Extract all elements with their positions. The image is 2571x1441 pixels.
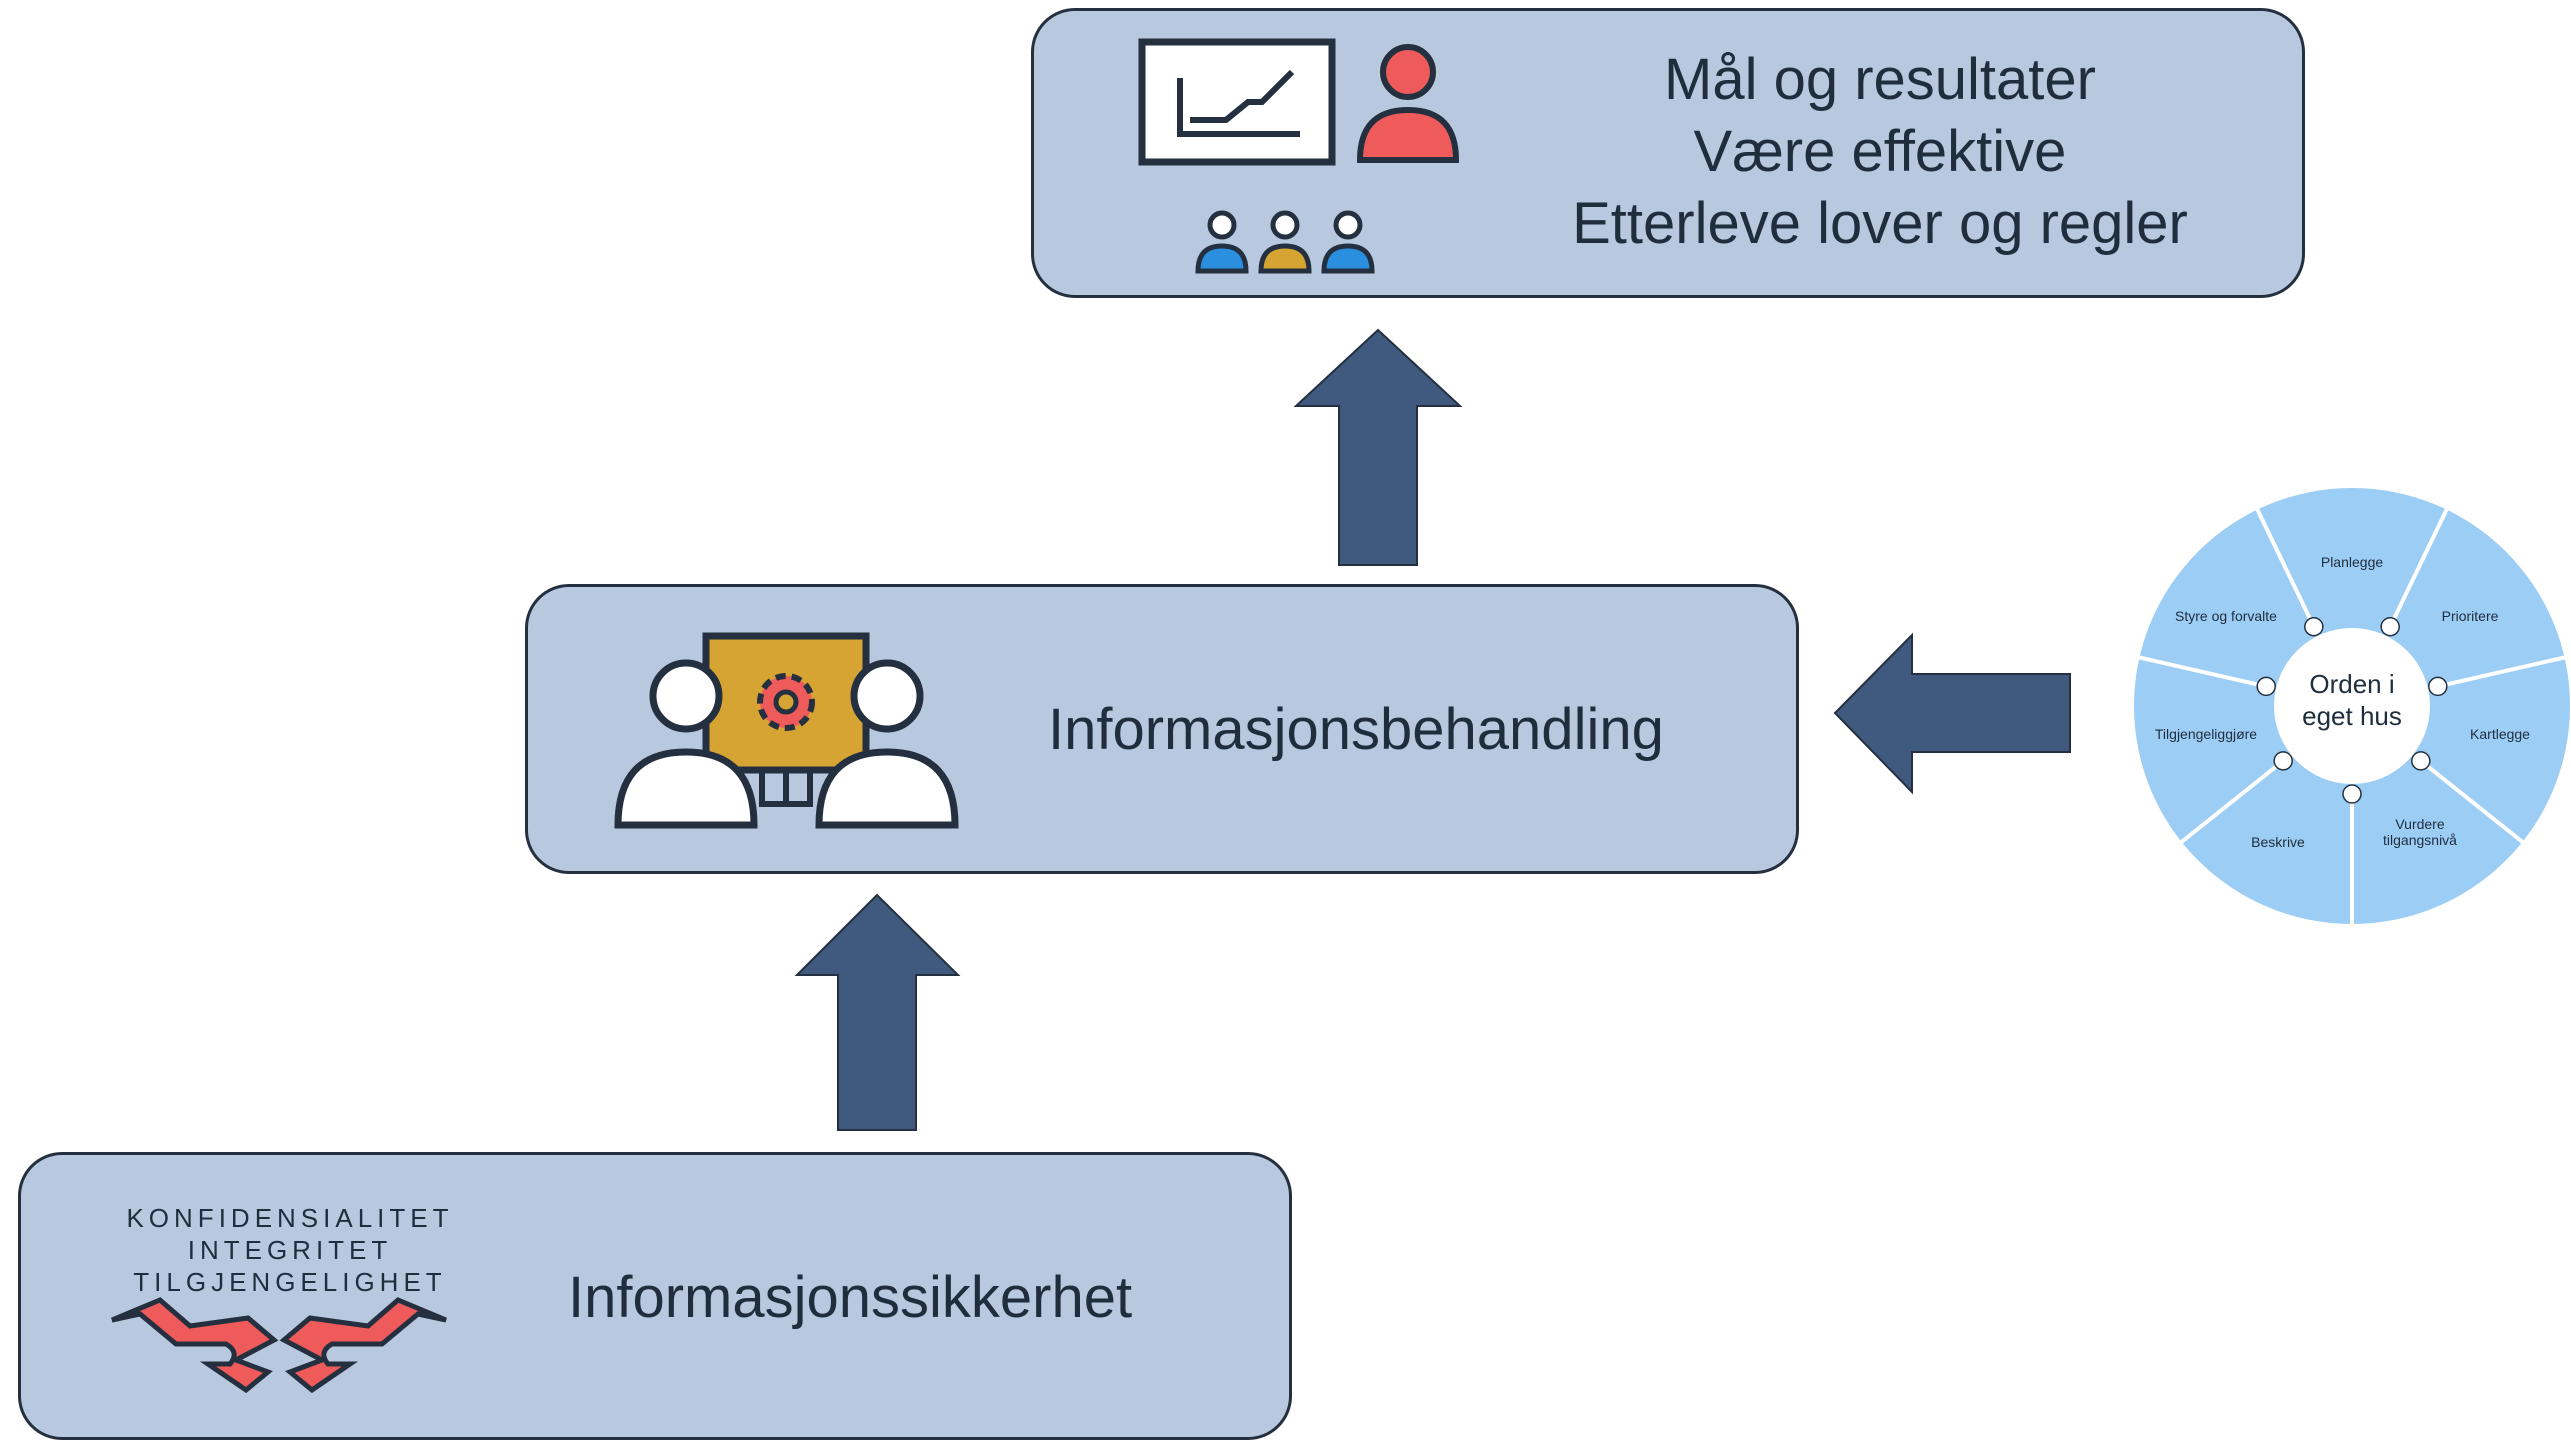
cia-availability: TILGJENGELIGHET — [133, 1267, 447, 1297]
wheel-segment-kartlegge: Kartlegge — [2470, 726, 2530, 742]
wheel-center-line-1: Orden i — [2309, 669, 2395, 699]
wheel-segment-tilgjengeliggjore: Tilgjengeliggjøre — [2154, 726, 2258, 742]
goals-line-1: Mål og resultater — [1664, 47, 2096, 112]
arrow-up-bottom — [794, 893, 961, 1131]
caring-hands-icon — [111, 1297, 447, 1394]
wheel-step-marker — [2273, 751, 2293, 771]
cia-integrity: INTEGRITET — [187, 1235, 393, 1265]
wheel-step-marker — [2256, 676, 2276, 697]
team-icon — [1195, 210, 1375, 274]
wheel-center-label: Orden i eget hus — [2270, 668, 2434, 732]
goals-text: Mål og resultater Være effektive Etterle… — [1510, 44, 2250, 260]
wheel-divider — [2427, 655, 2565, 691]
arrow-left-wheel — [1833, 632, 2071, 795]
wheel-segment-prioritere: Prioritere — [2441, 608, 2499, 624]
wheel-step-marker — [2304, 616, 2324, 637]
wheel-divider — [2384, 508, 2449, 637]
goals-line-3: Etterleve lover og regler — [1572, 191, 2188, 256]
wheel-divider — [2180, 753, 2293, 844]
wheel-segment-vurdere: Vurdere tilgangsnivå — [2383, 816, 2457, 848]
wheel-segment-beskrive: Beskrive — [2251, 834, 2305, 850]
wheel-center-circle — [2274, 628, 2430, 784]
wheel-step-marker — [2411, 751, 2431, 771]
wheel-divider — [2411, 753, 2524, 844]
information-security-title: Informasjonssikkerhet — [568, 1265, 1133, 1330]
wheel-segment-planlegge: Planlegge — [2320, 554, 2384, 570]
information-security-box — [18, 1152, 1292, 1440]
cia-confidentiality: KONFIDENSIALITET — [126, 1203, 454, 1233]
wheel-step-marker — [2428, 676, 2448, 697]
wheel-step-marker — [2342, 784, 2362, 804]
wheel-segment-styre: Styre og forvalte — [2175, 608, 2277, 624]
goals-line-2: Være effektive — [1693, 119, 2067, 184]
process-wheel — [2134, 488, 2570, 924]
arrow-up-top — [1293, 328, 1463, 566]
wheel-divider — [2139, 655, 2277, 691]
wheel-divider — [2255, 508, 2320, 637]
chart-board-icon — [1138, 38, 1336, 166]
wheel-step-marker — [2380, 616, 2400, 637]
person-icon — [1356, 44, 1460, 163]
wheel-center-line-2: eget hus — [2302, 701, 2402, 731]
collaboration-gear-icon — [614, 632, 959, 829]
information-processing-title: Informasjonsbehandling — [1048, 697, 1664, 762]
